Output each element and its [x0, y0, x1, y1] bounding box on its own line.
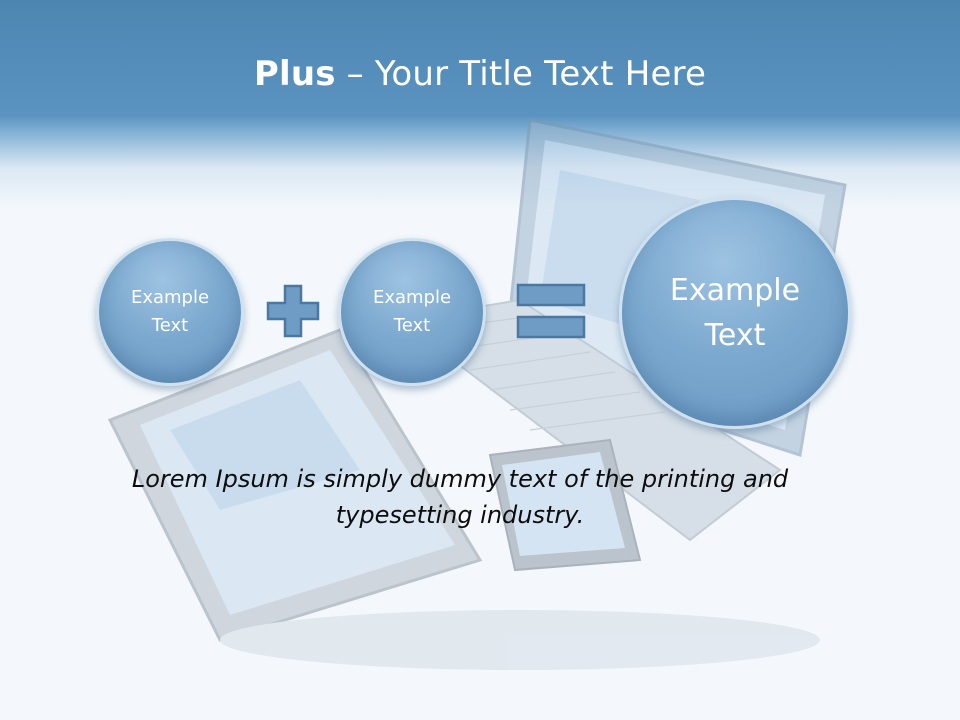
title-bold: Plus [253, 54, 336, 94]
result-label: Example Text [669, 273, 801, 353]
caption-text: Lorem Ipsum is simply dummy text of the … [131, 465, 789, 529]
term-2-label: Example Text [372, 287, 452, 336]
term-1-label: Example Text [130, 287, 210, 336]
slide-title: Plus – Your Title Text Here [0, 54, 960, 94]
plus-icon [266, 284, 320, 338]
title-rest: – Your Title Text Here [335, 54, 707, 94]
result-circle: Example Text [619, 197, 851, 429]
term-circle-2: Example Text [338, 238, 486, 386]
term-circle-1: Example Text [96, 238, 244, 386]
equals-icon [516, 283, 586, 339]
